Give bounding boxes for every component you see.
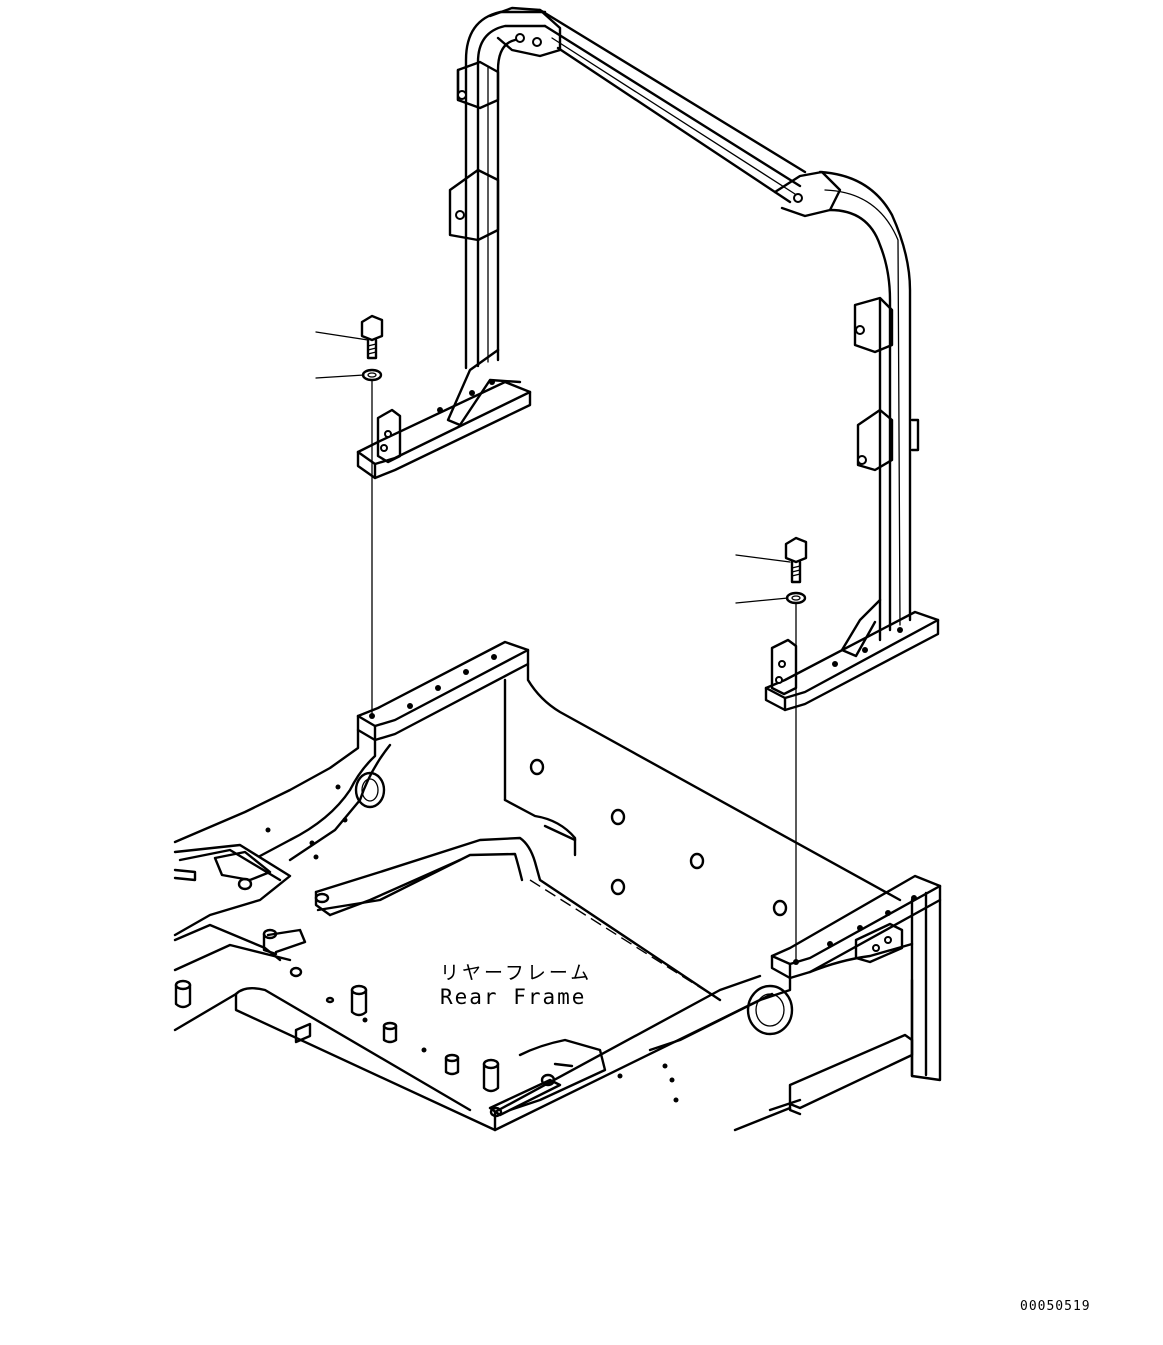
left-washer — [361, 368, 383, 382]
part-label-japanese: リヤーフレーム — [440, 962, 593, 984]
part-label-english: Rear Frame — [440, 985, 587, 1009]
right-washer — [785, 591, 807, 605]
left-bolt — [360, 314, 384, 360]
callout-leaders — [315, 331, 791, 604]
rear-frame — [173, 640, 942, 1132]
drawing-number: 00050519 — [1020, 1299, 1091, 1314]
right-bolt — [784, 536, 808, 584]
assembly-lines — [371, 380, 797, 965]
guard-frame — [356, 6, 940, 712]
